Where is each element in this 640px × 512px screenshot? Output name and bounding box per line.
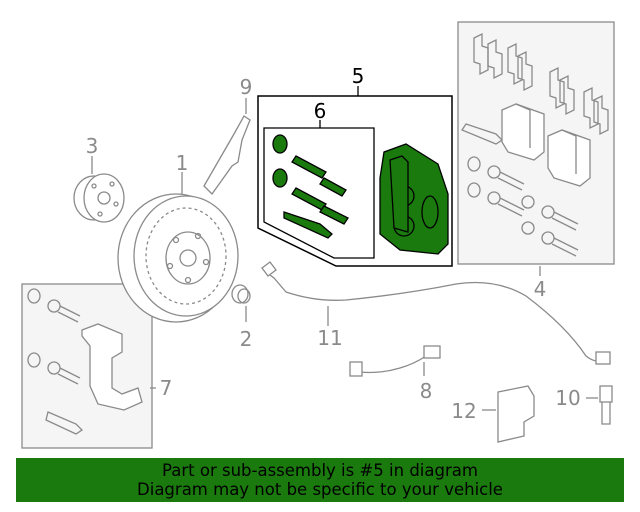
pad-clips — [473, 32, 609, 136]
callout-7: 7 — [160, 376, 173, 400]
part-4-pad-kit[interactable] — [457, 21, 615, 265]
brake-parts-diagram: 1 2 3 4 5 6 7 8 9 10 11 12 — [21, 21, 615, 449]
info-banner: Part or sub-assembly is #5 in diagram Di… — [16, 458, 624, 502]
callout-9: 9 — [240, 75, 253, 99]
callout-10: 10 — [555, 386, 580, 410]
guide-pins — [467, 156, 579, 257]
brake-pads — [501, 103, 591, 187]
callout-11: 11 — [317, 326, 342, 350]
callout-8: 8 — [420, 379, 433, 403]
pad-shim — [461, 123, 504, 145]
part-8-wear-sensor[interactable] — [349, 345, 441, 377]
part-5-caliper-box[interactable] — [257, 95, 453, 267]
part-7-caliper-bracket-kit[interactable] — [21, 283, 153, 449]
part-3-wheel-hub[interactable] — [73, 173, 125, 223]
part-10-sensor-probe[interactable] — [599, 385, 613, 425]
callout-6: 6 — [314, 99, 327, 123]
caliper-bracket — [81, 323, 143, 411]
banner-line-disclaimer: Diagram may not be specific to your vehi… — [137, 480, 503, 499]
brake-caliper — [379, 143, 449, 255]
part-9-shield[interactable] — [203, 115, 251, 196]
part-2-bolt[interactable] — [231, 284, 251, 304]
callout-5: 5 — [352, 64, 365, 88]
callout-12: 12 — [451, 399, 476, 423]
callout-2: 2 — [240, 327, 253, 351]
callout-1: 1 — [176, 151, 189, 175]
part-11-sensor-wire[interactable] — [265, 271, 607, 362]
part-1-brake-rotor[interactable] — [117, 193, 239, 323]
banner-line-part: Part or sub-assembly is #5 in diagram — [162, 461, 478, 480]
part-12-mounting-plate[interactable] — [497, 385, 535, 443]
leader-lines — [91, 86, 598, 411]
callout-3: 3 — [86, 134, 99, 158]
callout-4: 4 — [534, 277, 547, 301]
part-6-pin-kit — [272, 134, 349, 239]
